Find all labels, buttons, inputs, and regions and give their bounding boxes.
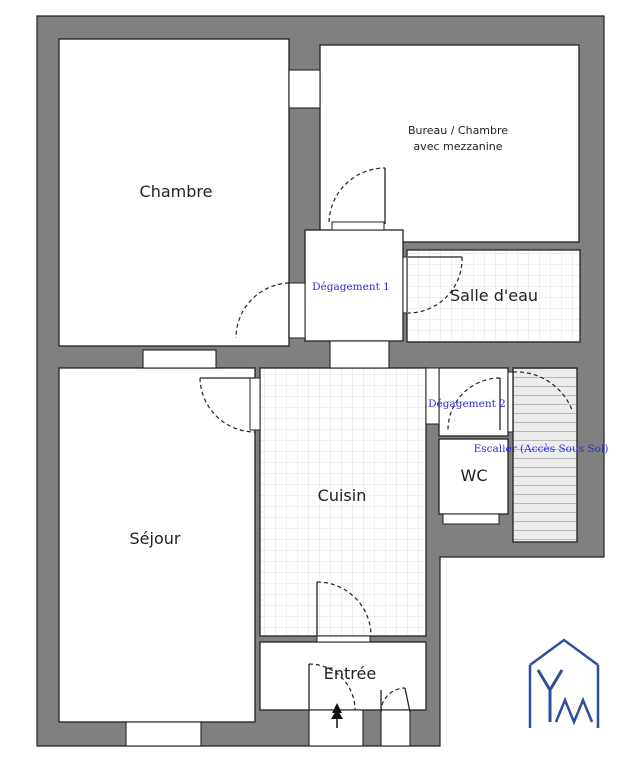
label-sejour: Séjour (130, 529, 181, 548)
label-wc: WC (461, 466, 488, 485)
label-bureau-line2: avec mezzanine (413, 140, 502, 153)
room-sejour (58, 367, 256, 723)
door-bureau (328, 167, 386, 224)
label-entree: Entrée (324, 664, 376, 683)
label-degagement-1: Dégagement 1 (312, 281, 390, 293)
label-cuisin: Cuisin (318, 486, 367, 505)
door-degagement-2 (447, 377, 501, 431)
label-chambre: Chambre (140, 182, 213, 201)
entrance-arrow-icon (331, 703, 343, 728)
window-sejour (125, 721, 202, 747)
label-degagement-2: Dégagement 2 (428, 398, 506, 410)
opening-degagement2-stairs (507, 371, 514, 433)
door-chambre (235, 282, 290, 339)
room-salle-deau (406, 249, 581, 343)
opening-degagement-cuisin (329, 340, 390, 369)
side-door-opening (380, 709, 411, 747)
opening-cuisin-degagement2 (425, 367, 440, 425)
stairs (512, 367, 578, 543)
room-degagement-2 (438, 367, 509, 437)
room-bureau (319, 44, 580, 243)
opening-cuisin-entree (316, 635, 371, 643)
opening-chambre-degagement (288, 282, 306, 339)
opening-bureau-degagement (331, 221, 385, 231)
door-salle-deau (407, 256, 463, 314)
opening-chambre-sejour (142, 349, 217, 369)
label-bureau-line1: Bureau / Chambre (408, 124, 508, 137)
room-chambre (58, 38, 290, 347)
room-wc (438, 438, 509, 515)
opening-chambre-bureau (288, 69, 321, 109)
opening-salle-deau (402, 256, 408, 314)
label-escalier: Escalier (Accès Sous Sol) (474, 443, 609, 455)
room-cuisin (259, 367, 427, 637)
front-door (308, 663, 356, 711)
opening-sejour-cuisin (249, 377, 261, 431)
door-stairs (512, 371, 573, 432)
door-sejour (199, 377, 256, 433)
room-degagement-1 (304, 229, 404, 342)
logo (528, 638, 600, 728)
door-cuisin (316, 581, 372, 637)
side-door (380, 687, 411, 713)
opening-wc (442, 513, 500, 525)
label-salle-deau: Salle d'eau (450, 286, 538, 305)
